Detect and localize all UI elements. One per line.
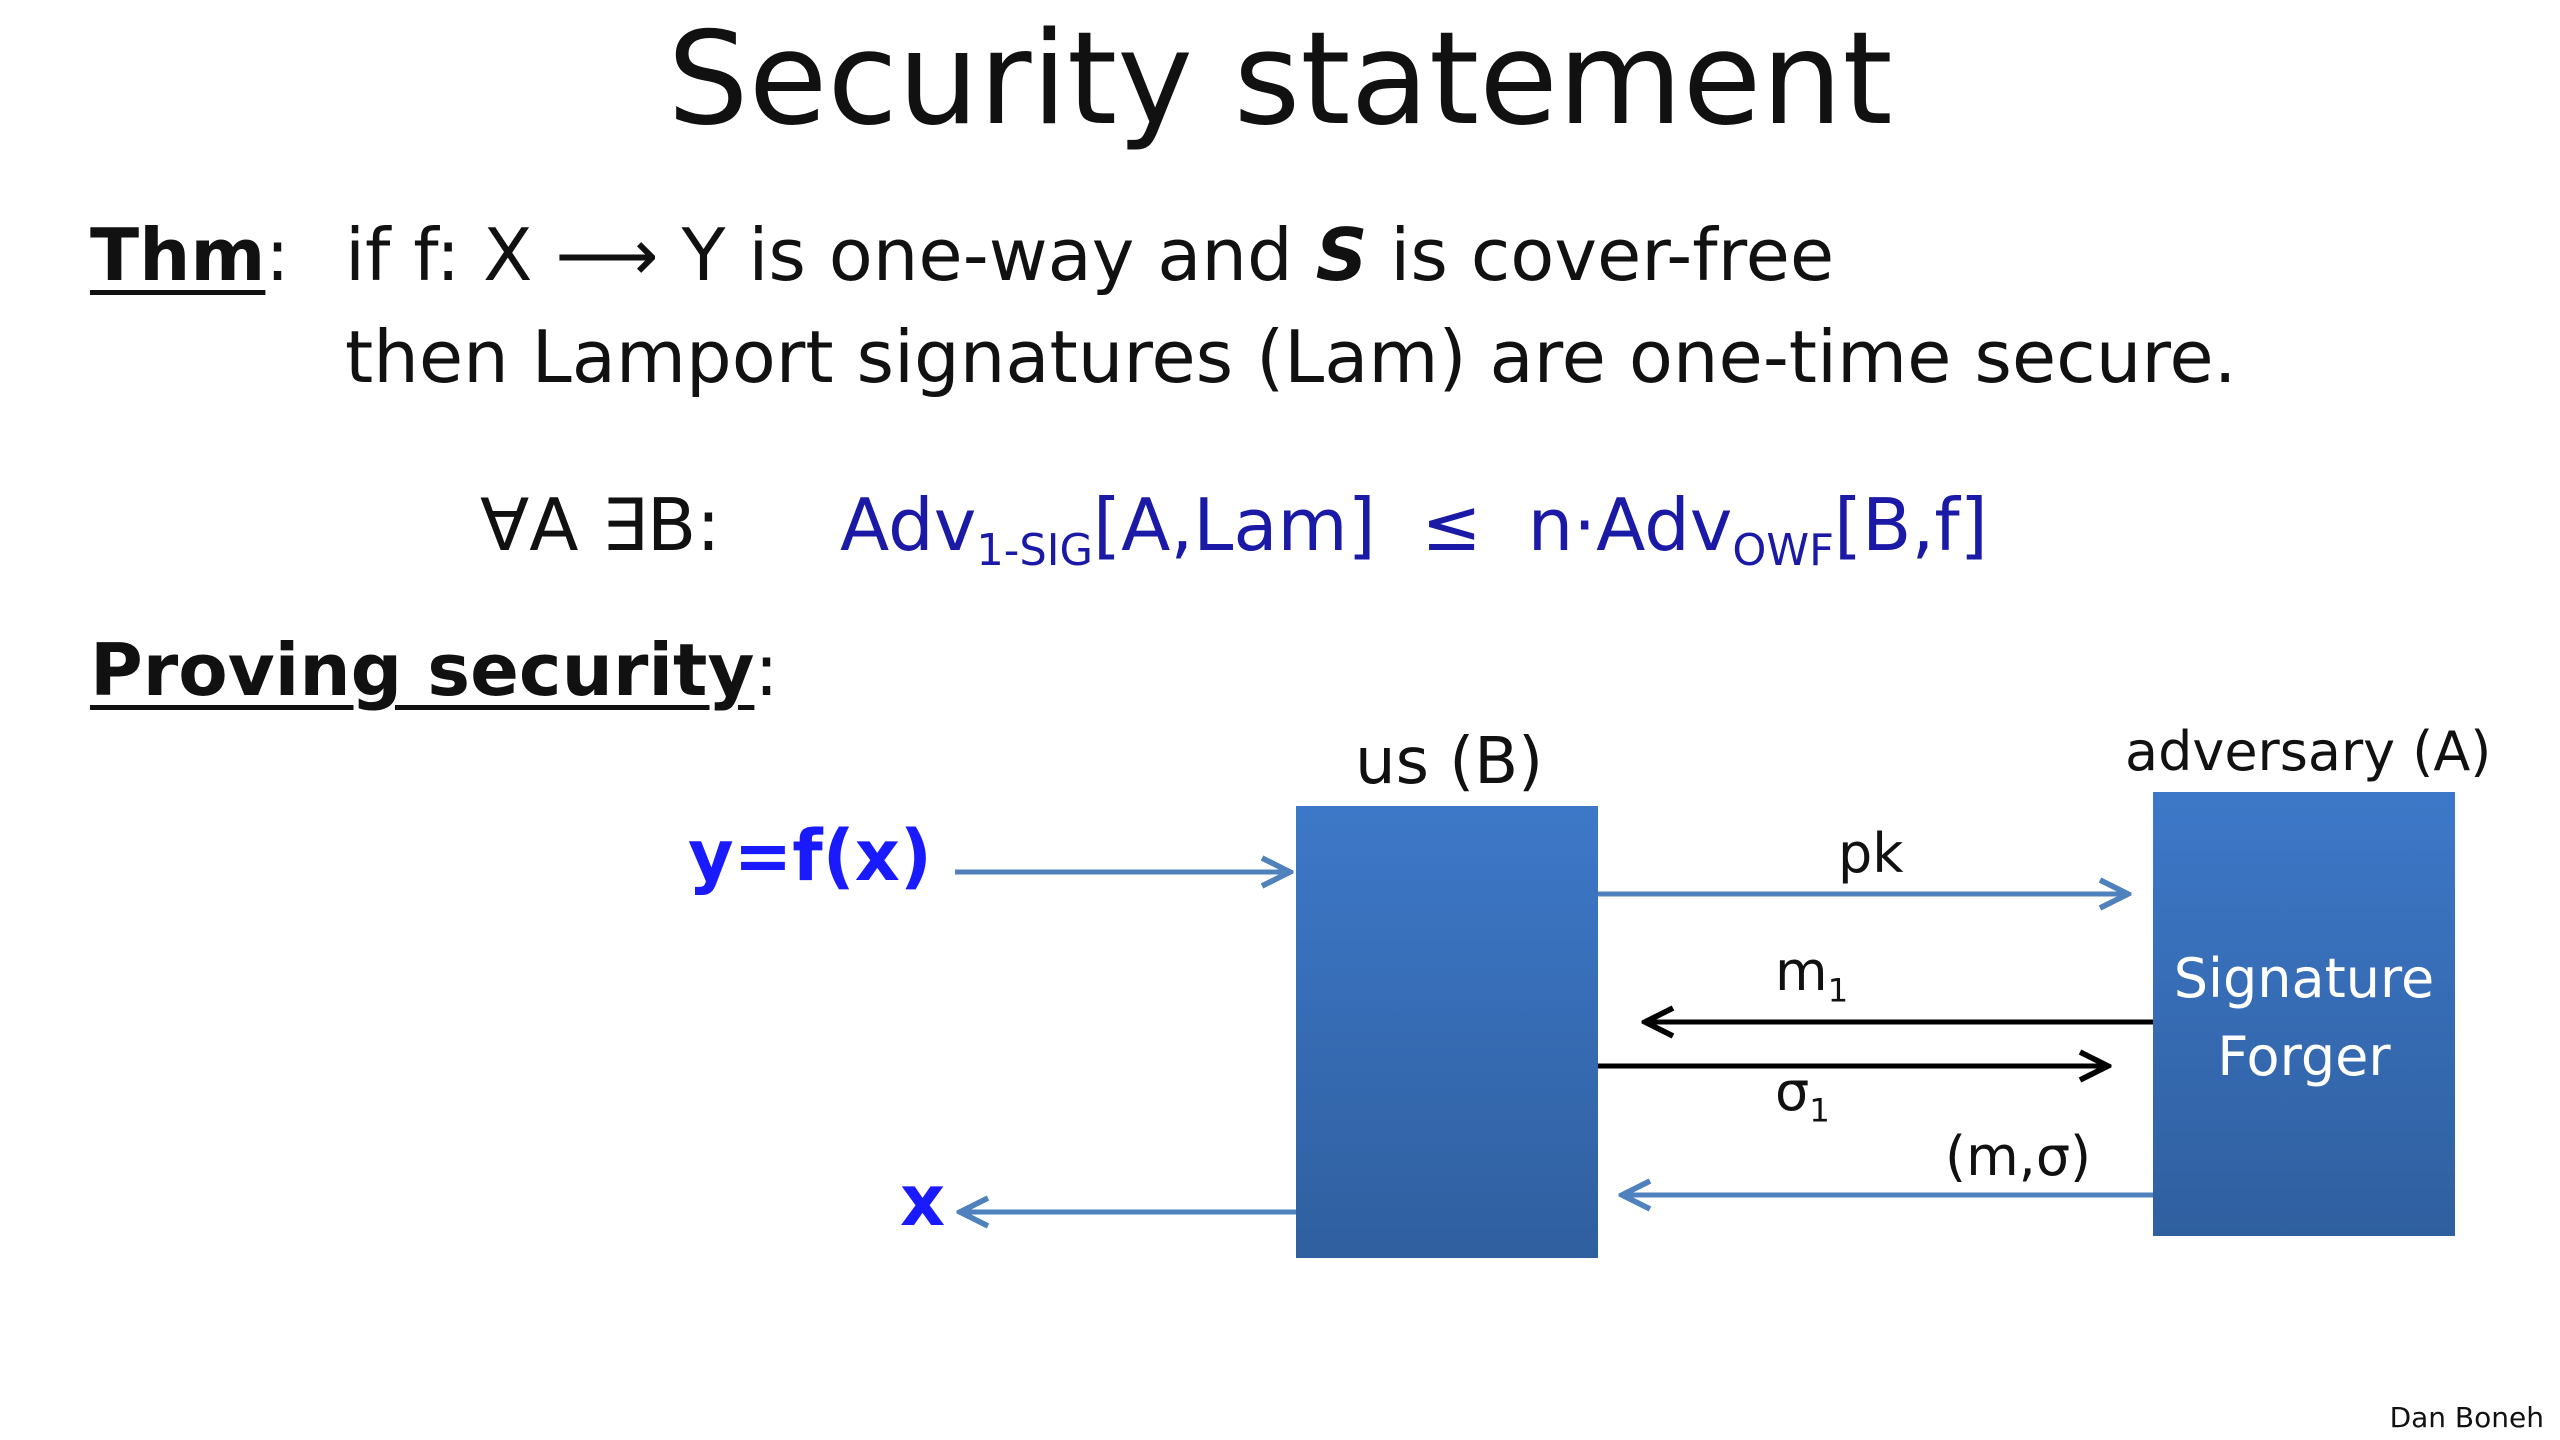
theorem-line1-a: if f: X ⟶ Y is one-way and bbox=[345, 213, 1316, 297]
theorem-line2: then Lamport signatures (Lam) are one-ti… bbox=[345, 315, 2237, 399]
quantifier: ∀A ∃B: bbox=[480, 483, 721, 567]
theorem-label: Thm bbox=[90, 213, 266, 297]
advantage-formula: Adv1-SIG[A,Lam] ≤ n·AdvOWF[B,f] bbox=[840, 480, 1988, 596]
us-label: us (B) bbox=[1355, 725, 1544, 799]
forger-line2: Forger bbox=[2217, 1025, 2391, 1088]
theorem-line1: if f: X ⟶ Y is one-way and S is cover-fr… bbox=[345, 210, 1834, 300]
formula-sub1: 1-SIG bbox=[976, 526, 1093, 577]
theorem-colon: : bbox=[265, 213, 290, 297]
msg-m-sub: 1 bbox=[1827, 971, 1849, 1010]
proving-label: Proving security bbox=[90, 628, 755, 712]
msg-pk: pk bbox=[1838, 822, 1904, 885]
msg-sigma-text: σ bbox=[1775, 1060, 1810, 1123]
msg-m-text: m bbox=[1775, 940, 1828, 1003]
forger-box bbox=[2153, 792, 2455, 1236]
adversary-label: adversary (A) bbox=[2125, 720, 2492, 783]
msg-sigma-sub: 1 bbox=[1809, 1091, 1830, 1130]
proving-colon: : bbox=[754, 628, 779, 712]
input-label: y=f(x) bbox=[688, 815, 932, 897]
formula-adv1: Adv bbox=[840, 483, 977, 567]
theorem-line1-b: is cover-free bbox=[1367, 213, 1835, 297]
forger-line1: Signature bbox=[2173, 947, 2435, 1010]
formula-arg2: [B,f] bbox=[1833, 483, 1988, 567]
theorem-symbol-s: S bbox=[1315, 213, 1368, 297]
forger-box-text: Signature Forger bbox=[2153, 940, 2455, 1096]
msg-m: m1 bbox=[1775, 940, 1848, 1009]
formula-sub2: OWF bbox=[1732, 526, 1834, 577]
theorem-label-row: Thm: bbox=[90, 210, 290, 300]
msg-forgery: (m,σ) bbox=[1945, 1125, 2092, 1188]
formula-n: n·Adv bbox=[1527, 483, 1733, 567]
formula-le: ≤ bbox=[1421, 483, 1482, 567]
msg-sigma: σ1 bbox=[1775, 1060, 1830, 1129]
reduction-box bbox=[1296, 806, 1598, 1258]
footer-author: Dan Boneh bbox=[2389, 1401, 2544, 1434]
output-label: x bbox=[900, 1160, 946, 1242]
formula-arg1: [A,Lam] bbox=[1093, 483, 1376, 567]
page-title: Security statement bbox=[667, 5, 1893, 154]
proving-row: Proving security: bbox=[90, 625, 779, 715]
